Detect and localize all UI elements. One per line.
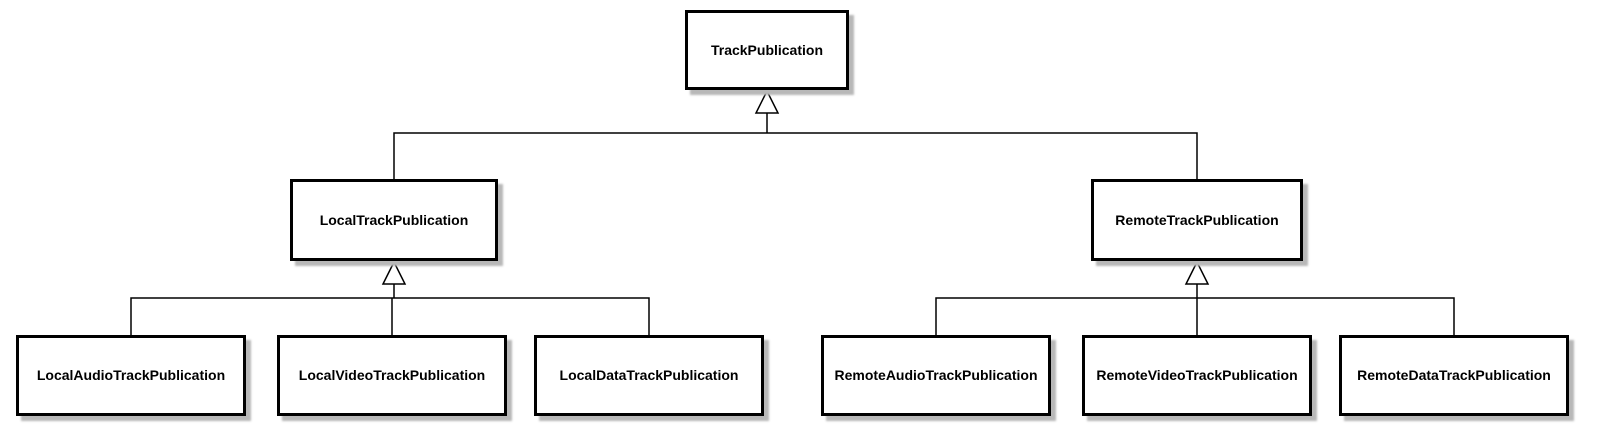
class-box-localvideotrackpublication: LocalVideoTrackPublication [277,335,507,416]
class-box-remotedatatrackpublication: RemoteDataTrackPublication [1339,335,1569,416]
class-box-remoteaudiotrackpublication: RemoteAudioTrackPublication [821,335,1051,416]
class-label-localdatatrackpublication: LocalDataTrackPublication [559,367,739,384]
class-box-remotevideotrackpublication: RemoteVideoTrackPublication [1082,335,1312,416]
inheritance-arrow-local-icon [381,260,407,285]
inheritance-arrow-root-icon [754,89,780,114]
inheritance-arrow-remote-icon [1184,260,1210,285]
class-box-localtrackpublication: LocalTrackPublication [290,179,498,261]
class-label-trackpublication: TrackPublication [710,41,824,58]
class-box-remotetrackpublication: RemoteTrackPublication [1091,179,1303,261]
class-label-localvideotrackpublication: LocalVideoTrackPublication [298,367,486,384]
class-box-localdatatrackpublication: LocalDataTrackPublication [534,335,764,416]
class-label-remoteaudiotrackpublication: RemoteAudioTrackPublication [834,367,1038,384]
class-box-localaudiotrackpublication: LocalAudioTrackPublication [16,335,246,416]
class-label-localtrackpublication: LocalTrackPublication [319,211,469,228]
class-label-remotetrackpublication: RemoteTrackPublication [1115,211,1279,228]
class-label-localaudiotrackpublication: LocalAudioTrackPublication [36,367,226,384]
class-label-remotevideotrackpublication: RemoteVideoTrackPublication [1096,367,1298,384]
class-box-trackpublication: TrackPublication [685,10,849,90]
connector-root-branch [393,89,1198,180]
class-label-remotedatatrackpublication: RemoteDataTrackPublication [1357,367,1551,384]
